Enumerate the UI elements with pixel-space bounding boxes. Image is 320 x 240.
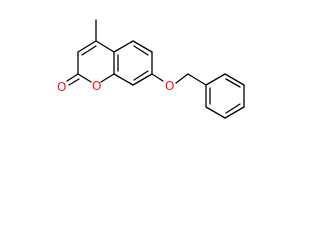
carbonyl-oxygen-label: O	[57, 80, 66, 94]
bond-ph2-ph3-double	[225, 78, 241, 88]
bond-o-ether-ch2	[175, 73, 189, 84]
bond-ph4-ph5-double	[225, 103, 241, 114]
bond-c7-o-ether	[151, 73, 164, 82]
ether-oxygen-label: O	[165, 79, 174, 93]
bond-c5-c6-double	[133, 45, 149, 56]
bond-c3-c4	[77, 40, 97, 53]
bond-ph5-ph6	[205, 106, 226, 119]
ring-oxygen-label: O	[92, 79, 101, 93]
bond-ph4-ph5	[224, 106, 245, 119]
bond-ph1-ph2	[205, 73, 226, 86]
bond-c2-o-carbonyl	[66, 73, 79, 82]
benzyloxy-group	[151, 73, 245, 119]
benzyloxy-methylcoumarin-structure: O O O	[57, 19, 245, 119]
bond-c7-c8	[132, 73, 153, 86]
bond-c4-c4a	[95, 40, 115, 53]
bond-c4a-c5	[113, 40, 134, 53]
bond-c8-c8a	[113, 73, 134, 86]
bond-c5-c6	[132, 40, 153, 53]
bond-ph2-ph3	[224, 73, 245, 86]
bond-c7-c8-double	[133, 70, 149, 81]
bond-c2-o-carbonyl-double	[68, 78, 80, 86]
coumarin-core	[66, 19, 153, 86]
bond-c3-c4-double	[81, 45, 97, 56]
bond-o1-c2	[77, 73, 92, 83]
bond-c8a-o1	[100, 73, 115, 83]
bond-ch2-phenyl	[187, 73, 207, 86]
structure-canvas: O O O	[57, 19, 245, 119]
